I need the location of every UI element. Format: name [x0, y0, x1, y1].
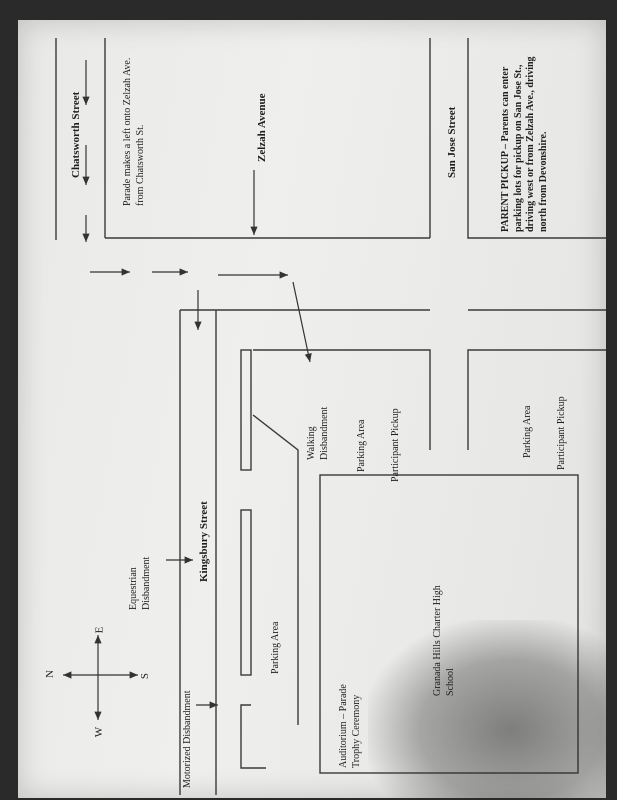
note-parent-pickup: PARENT PICKUP – Parents can enter parkin…: [500, 56, 549, 232]
block-pickup-box: [467, 38, 606, 239]
note-parade-turn: Parade makes a left onto Zelzah Ave. fro…: [122, 57, 146, 206]
participant-pickup-block: [253, 349, 431, 450]
street-chatsworth: Chatsworth Street: [70, 91, 82, 178]
compass-w: W: [93, 726, 106, 738]
parking-island-2: [240, 509, 252, 676]
compass-n: N: [43, 670, 56, 678]
label-parking-area-1: Parking Area: [356, 419, 367, 473]
label-equestrian-disbandment: Equestrian Disbandment: [128, 556, 152, 610]
compass-s: S: [139, 672, 152, 680]
participant-pickup-block-2: [467, 349, 606, 450]
compass-e: E: [93, 626, 106, 634]
street-kingsbury: Kingsbury Street: [198, 501, 210, 582]
label-motorized-disbandment: Motorized Disbandment: [182, 690, 193, 788]
street-zelzah: Zelzah Avenue: [256, 93, 268, 162]
street-san-jose: San Jose Street: [446, 106, 458, 178]
arrow-walking-disband: [292, 281, 312, 363]
label-school: Granada Hills Charter High School: [432, 585, 456, 696]
label-parking-area-2: Parking Area: [522, 405, 533, 459]
parking-island-3: [240, 704, 266, 769]
map-drawing: [55, 38, 606, 795]
label-auditorium: Auditorium – Parade Trophy Ceremony: [338, 684, 362, 768]
label-walking-disbandment: Walking Disbandment: [306, 406, 330, 460]
label-parking-area-3: Parking Area: [270, 621, 281, 675]
label-participant-pickup-2: Participant Pickup: [556, 396, 567, 470]
walking-path: [252, 414, 299, 725]
map-sheet: Chatsworth Street Zelzah Avenue San Jose…: [18, 20, 606, 798]
compass-rose: [63, 635, 138, 720]
label-participant-pickup-1: Participant Pickup: [390, 408, 401, 482]
parking-island-1: [240, 349, 252, 471]
